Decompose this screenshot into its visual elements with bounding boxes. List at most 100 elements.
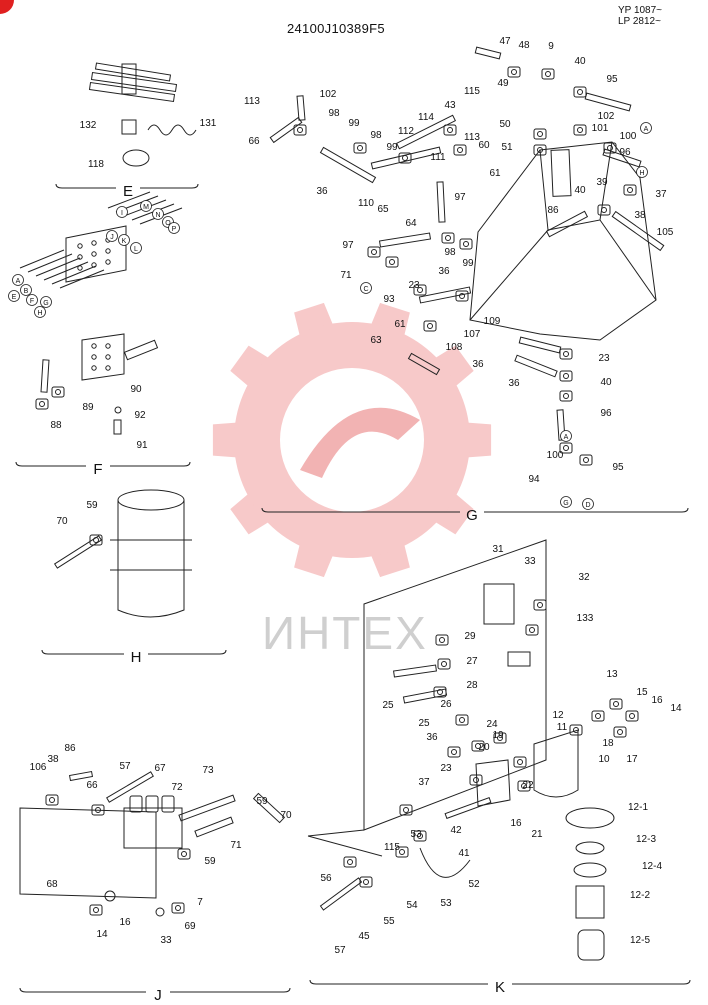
part-callout: 99: [386, 142, 398, 153]
part-callout: 33: [524, 556, 536, 567]
e-plate-hole: [77, 265, 83, 271]
connection-marker-ring: [560, 496, 572, 508]
part-callout: 37: [418, 777, 430, 788]
k-pipe-25a: [393, 664, 437, 678]
k-fitting-1-bore: [441, 661, 447, 667]
k-fitting-11-bore: [347, 859, 353, 865]
g-fitting-16: [455, 290, 469, 302]
k-pipe-57: [319, 877, 363, 911]
part-callout: 92: [134, 410, 146, 421]
k-oring-12-3: [575, 841, 605, 855]
part-callout: 12: [552, 710, 564, 721]
g-fitting-15: [413, 284, 427, 296]
part-callout: 61: [489, 168, 501, 179]
f-elbow-89-bore: [55, 389, 61, 395]
k-fitting-18-bore: [629, 713, 635, 719]
j-valve-block-67: [123, 807, 183, 849]
part-callout: 88: [50, 420, 62, 431]
watermark-gear-swoosh: [300, 407, 420, 478]
g-fitting-23: [559, 442, 573, 454]
part-callout: 102: [598, 111, 615, 122]
e-tube-stub: [51, 265, 97, 285]
connection-marker-ring: [20, 284, 32, 296]
k-fitting-6: [447, 746, 461, 758]
part-callout: 41: [458, 848, 470, 859]
j-pipe-73: [178, 794, 236, 822]
part-callout: 100: [547, 450, 564, 461]
e-bundle-1: [90, 71, 178, 93]
k-fitting-16: [525, 624, 539, 636]
j-bolt-69-bore: [175, 905, 181, 911]
g-pipe-16: [407, 352, 441, 376]
g-fitting-1-bore: [545, 71, 551, 77]
part-callout: 23: [408, 280, 420, 291]
part-callout: 102: [320, 89, 337, 100]
k-fitting-13-bore: [399, 849, 405, 855]
g-pipe-15: [545, 210, 589, 238]
g-pipe-8: [418, 286, 472, 304]
section-bracket: [55, 183, 199, 189]
part-callout: 9: [548, 41, 554, 52]
watermark-gear-hole: [280, 368, 424, 512]
part-callout: 16: [510, 818, 522, 829]
g-fitting-4-bore: [537, 147, 543, 153]
f-plate-hole: [105, 354, 111, 360]
connection-marker-letter: G: [43, 300, 48, 307]
part-callout: 59: [256, 796, 268, 807]
f-plate-hole: [91, 354, 97, 360]
f-plate-hole: [91, 365, 97, 371]
part-callout: 89: [82, 402, 94, 413]
g-fitting-2-bore: [577, 89, 583, 95]
connection-marker-ring: [12, 274, 24, 286]
g-fitting-3-bore: [537, 131, 543, 137]
g-pipe-4: [370, 146, 442, 170]
part-callout: 12-2: [630, 890, 650, 901]
part-callout: 28: [466, 680, 478, 691]
part-callout: 12-3: [636, 834, 656, 845]
part-callout: 61: [394, 319, 406, 330]
part-callout: 21: [531, 829, 543, 840]
part-callout: 54: [406, 900, 418, 911]
g-fitting-18: [353, 142, 367, 154]
g-fitting-8: [623, 184, 637, 196]
connection-marker-ring: [8, 290, 20, 302]
part-callout: 118: [88, 159, 104, 170]
part-callout: 13: [606, 669, 618, 680]
g-fitting-15-bore: [417, 287, 423, 293]
part-callout: 25: [418, 718, 430, 729]
g-fitting-14-bore: [389, 259, 395, 265]
connection-marker-letter: N: [155, 212, 160, 219]
e-tube-stub-upper: [107, 191, 151, 209]
g-block-edges: [469, 219, 657, 321]
j-fitting-7: [177, 848, 191, 860]
section-bracket: [41, 649, 227, 655]
part-callout: 36: [426, 732, 438, 743]
k-fitting-6-bore: [451, 749, 457, 755]
k-fitting-16-bore: [529, 627, 535, 633]
connection-marker-letter: L: [134, 246, 138, 253]
part-callout: 97: [454, 192, 466, 203]
g-pipe-6: [436, 181, 446, 223]
k-fitting-12-bore: [363, 879, 369, 885]
e-tube-stub: [59, 269, 105, 289]
part-callout: 99: [462, 258, 474, 269]
j-pipe-71: [194, 816, 234, 838]
g-pipe-7: [378, 232, 432, 248]
k-fitting-2-bore: [437, 689, 443, 695]
part-callout: 40: [600, 377, 612, 388]
section-label-g: G: [466, 507, 478, 524]
part-callout: 57: [334, 945, 346, 956]
k-pipe-42: [444, 797, 492, 819]
part-callout: 100: [620, 131, 637, 142]
part-callout: 98: [328, 108, 340, 119]
section-bracket: [309, 979, 691, 985]
e-plate-hole: [77, 243, 83, 249]
part-callout: 70: [56, 516, 68, 527]
g-fitting-0-bore: [511, 69, 517, 75]
g-fitting-4: [533, 144, 547, 156]
e-tube-stub: [43, 261, 89, 281]
watermark-text: ИНТЕХ: [262, 607, 428, 659]
part-callout: 72: [171, 782, 183, 793]
